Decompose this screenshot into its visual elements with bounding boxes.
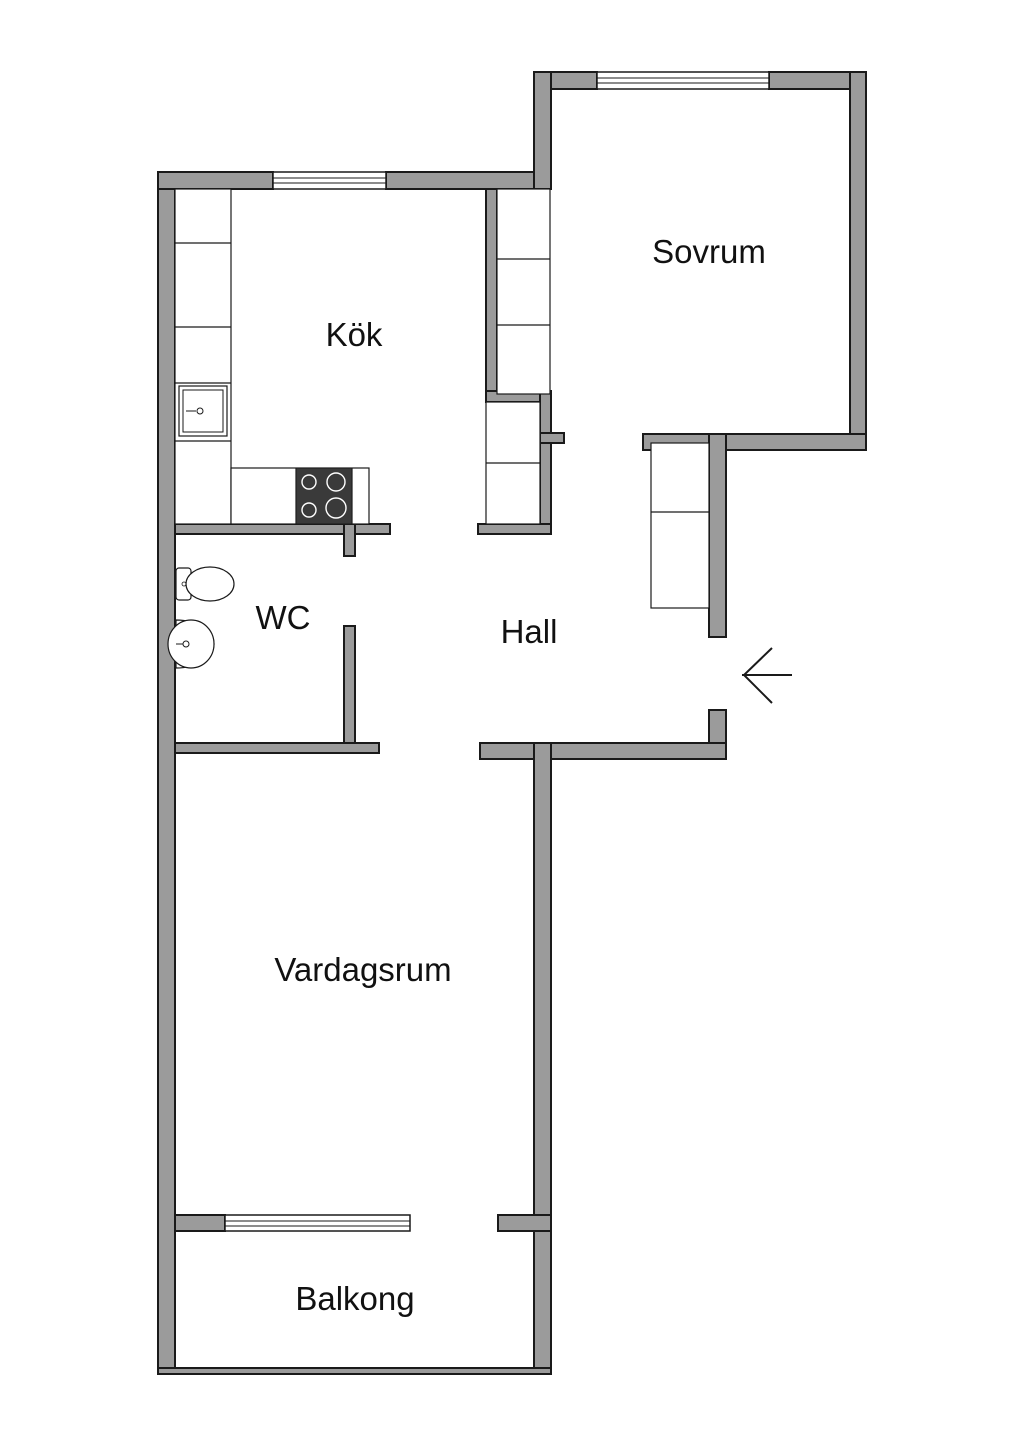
- walls: [157, 71, 867, 1375]
- wall-balcony-bottom: [157, 1367, 552, 1375]
- hall-wardrobe-right: [650, 442, 710, 609]
- kitchen-window: [272, 171, 387, 190]
- wall-kitchen-bottom: [174, 523, 391, 535]
- sink-icon: [178, 385, 228, 437]
- hall-wardrobe-left: [485, 401, 541, 525]
- wall-living-bottom-left: [174, 1214, 226, 1232]
- wall-kitchen-bottom-stub: [343, 523, 356, 557]
- wall-kitchen-top-right: [385, 171, 551, 190]
- bedroom-wardrobe: [496, 188, 551, 395]
- toilet-icon: [175, 566, 235, 602]
- room-label-bedroom: Sovrum: [652, 233, 766, 270]
- windows: [224, 71, 770, 1232]
- arrow-left-icon: [742, 647, 792, 704]
- wall-wardrobe-right: [539, 390, 552, 535]
- wall-bedroom-right: [849, 71, 867, 451]
- wall-bedroom-left-upper: [533, 71, 552, 190]
- room-label-kitchen: Kök: [326, 316, 383, 353]
- wall-hall-right-upper: [708, 433, 727, 638]
- wall-living-right: [533, 742, 552, 1375]
- wall-stub: [539, 432, 565, 444]
- kitchen-counter-left: [174, 188, 232, 525]
- bedroom-window: [596, 71, 770, 90]
- living-room-window: [224, 1214, 411, 1232]
- wall-hall-bottom: [479, 742, 727, 760]
- washbasin-icon: [167, 619, 215, 669]
- wall-kitchen-right: [485, 188, 498, 395]
- room-label-wc: WC: [256, 599, 311, 636]
- wall-wardrobe-foot: [477, 523, 552, 535]
- wall-left-outer: [157, 171, 176, 1375]
- room-label-living-room: Vardagsrum: [274, 951, 451, 988]
- wall-living-bottom-right: [497, 1214, 552, 1232]
- stove-icon: [295, 467, 353, 525]
- wall-wc-right: [343, 625, 356, 754]
- wall-wc-bottom: [174, 742, 380, 754]
- wall-kitchen-top-left: [157, 171, 274, 190]
- room-label-balcony: Balkong: [295, 1280, 414, 1317]
- room-label-hall: Hall: [501, 613, 558, 650]
